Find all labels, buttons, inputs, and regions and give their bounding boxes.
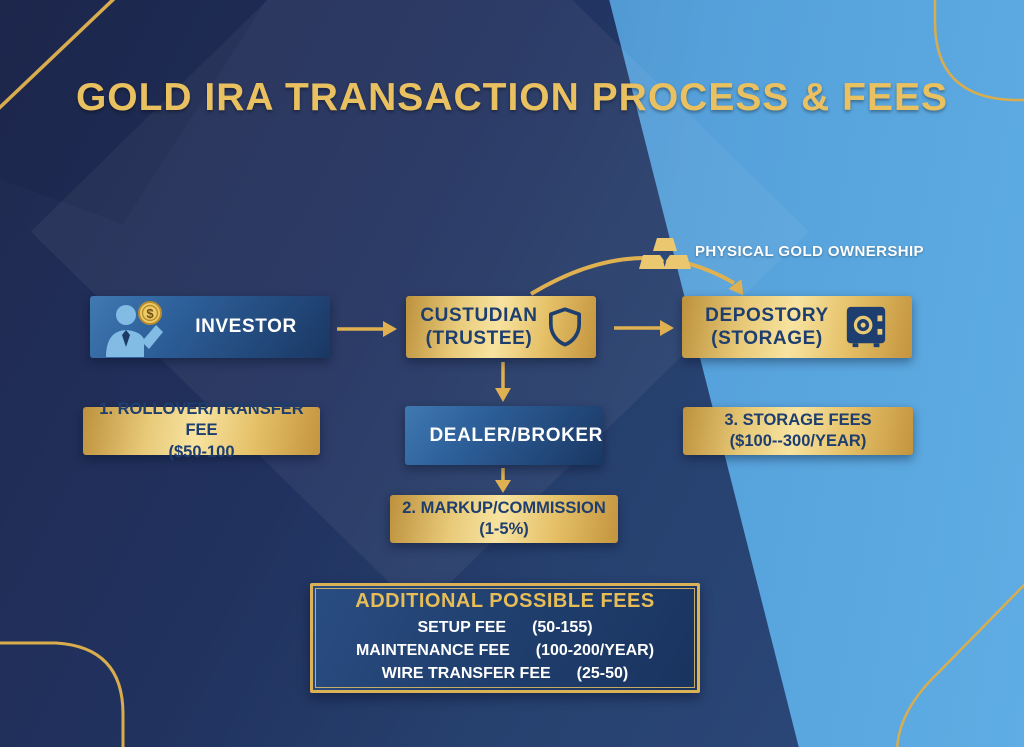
additional-fee-row: MAINTENANCE FEE (100-200/YEAR) (356, 640, 654, 663)
fee-name: SETUP FEE (417, 619, 507, 637)
dealer-broker-box: DEALER/BROKER (405, 406, 603, 465)
fee-value: (25-50) (576, 664, 629, 682)
dealer-broker-label: DEALER/BROKER (429, 424, 603, 446)
fee1-line1: 1. ROLLOVER/TRANSFER FEE (99, 399, 304, 440)
rollover-transfer-fee-box: 1. ROLLOVER/TRANSFER FEE ($50-100 (83, 400, 320, 461)
safe-icon (846, 306, 885, 348)
custodian-box: CUSTUDIAN (TRUSTEE) (406, 296, 596, 358)
custodian-label-line1: CUSTUDIAN (420, 304, 538, 326)
svg-text:$: $ (146, 306, 154, 321)
fee-value: (100-200/YEAR) (535, 642, 655, 660)
custodian-label-line2: (TRUSTEE) (425, 328, 533, 349)
fee3-line1: 3. STORAGE FEES (724, 410, 872, 429)
additional-fees-panel: ADDITIONAL POSSIBLE FEES SETUP FEE (50-1… (310, 583, 700, 693)
investor-icon: $ (90, 296, 176, 358)
investor-box: $ INVESTOR (90, 296, 330, 358)
fee1-line2: ($50-100 (168, 442, 235, 461)
fee-name: WIRE TRANSFER FEE (381, 664, 551, 682)
depository-box: DEPOSTORY (STORAGE) (682, 296, 912, 358)
shield-icon (548, 307, 581, 347)
fee3-line2: ($100--300/YEAR) (729, 432, 867, 450)
depository-label-line2: (STORAGE) (711, 328, 823, 349)
depository-label-line1: DEPOSTORY (705, 304, 829, 326)
additional-fee-row: WIRE TRANSFER FEE (25-50) (382, 663, 628, 686)
additional-fee-row: SETUP FEE (50-155) (417, 617, 592, 640)
investor-label: INVESTOR (195, 316, 297, 338)
fee2-line1: 2. MARKUP/COMMISSION (402, 498, 606, 517)
storage-fees-box: 3. STORAGE FEES ($100--300/YEAR) (683, 407, 913, 455)
markup-commission-fee-box: 2. MARKUP/COMMISSION (1-5%) (390, 495, 618, 543)
fee-value: (50-155) (532, 619, 593, 637)
additional-fees-title: ADDITIONAL POSSIBLE FEES (355, 590, 655, 613)
physical-gold-ownership-label: PHYSICAL GOLD OWNERSHIP (695, 243, 924, 260)
fee2-line2: (1-5%) (479, 520, 529, 538)
fee-name: MAINTENANCE FEE (355, 642, 510, 660)
page-title: GOLD IRA TRANSACTION PROCESS & FEES (75, 76, 949, 119)
